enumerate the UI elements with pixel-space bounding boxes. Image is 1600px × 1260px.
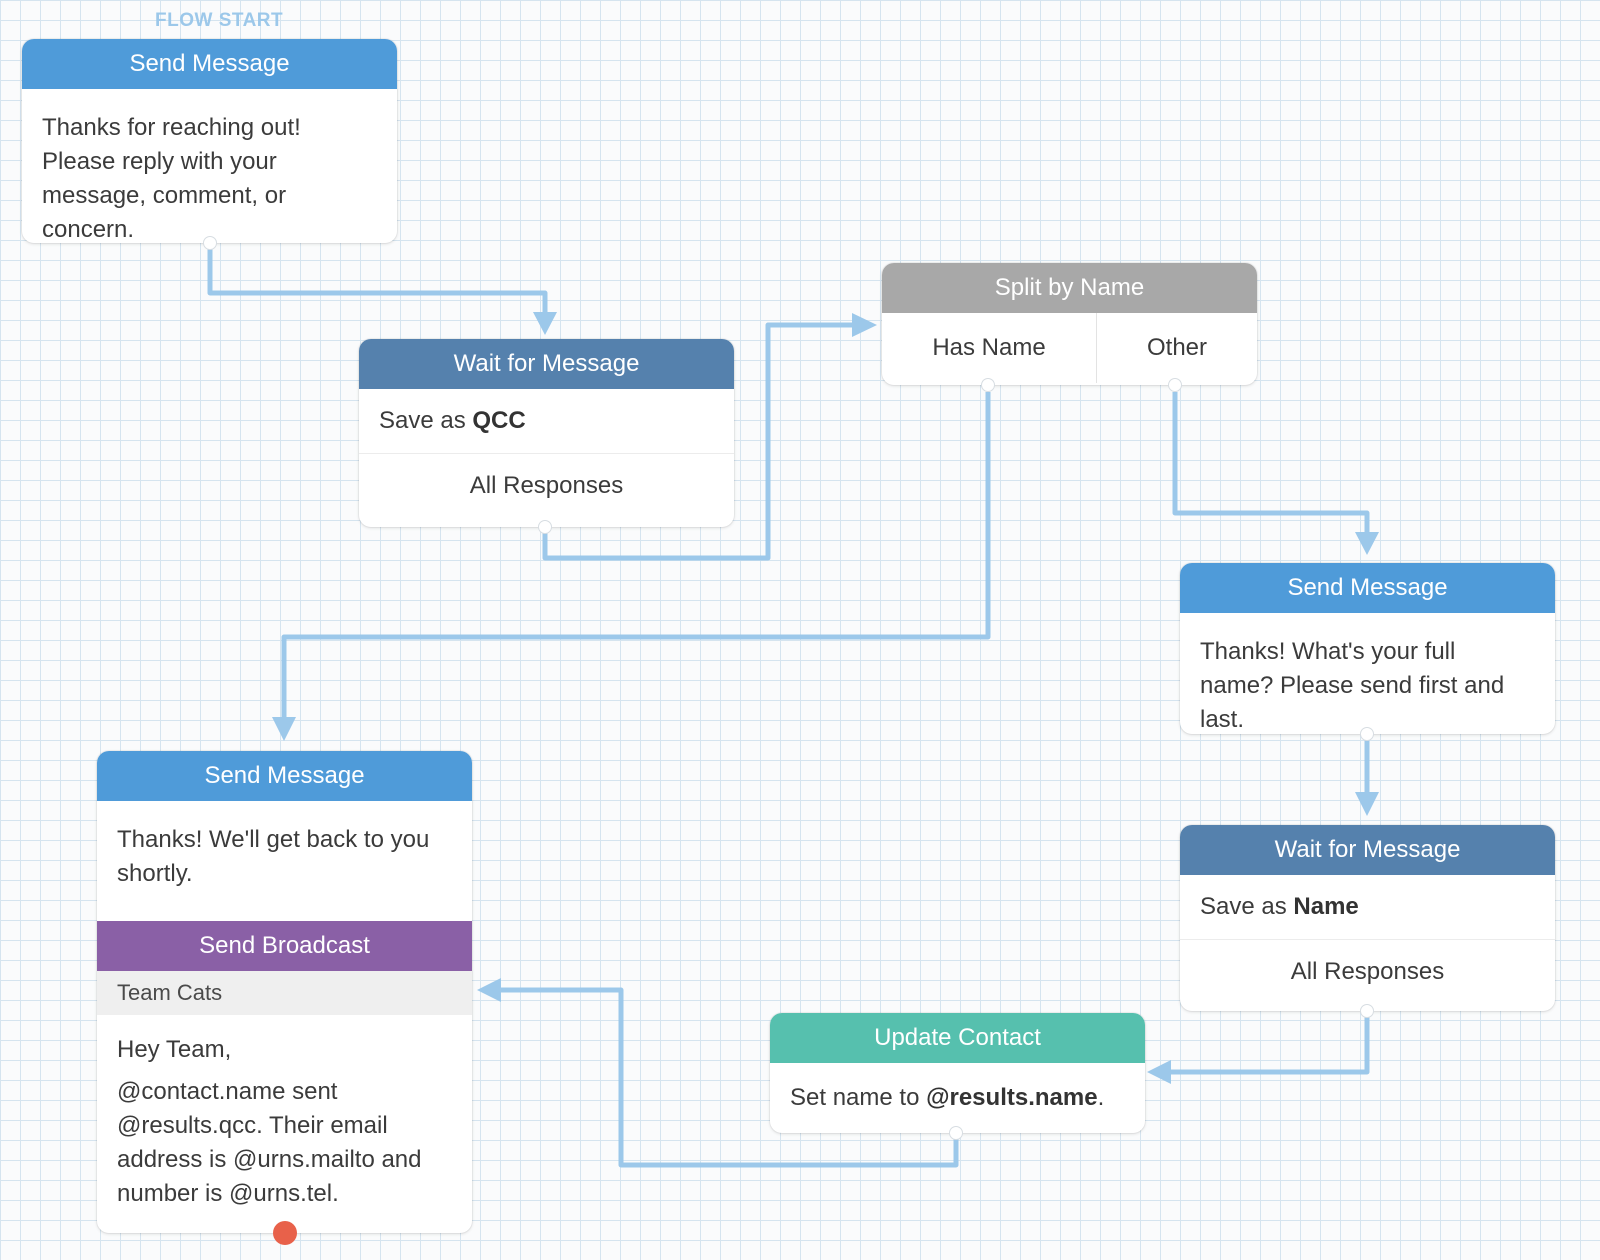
message-text: Thanks! We'll get back to you shortly. [117,826,430,887]
exit-handle[interactable] [949,1126,963,1140]
exit-all-responses[interactable]: All Responses [1180,939,1555,1004]
category-other[interactable]: Other [1096,313,1257,383]
exit-handle[interactable] [1360,1004,1374,1018]
update-text: Set name to @results.name. [770,1063,1145,1133]
update-text-prefix: Set name to [790,1084,920,1111]
exit-handle[interactable] [1360,727,1374,741]
exit-handle[interactable] [538,520,552,534]
arrowhead [477,978,501,1002]
node-title[interactable]: Send Message [1180,563,1555,613]
update-text-suffix: . [1097,1084,1105,1111]
send-message-node-2[interactable]: Send Message Thanks! What's your full na… [1180,563,1555,741]
send-message-node-3[interactable]: Send Message Thanks! We'll get back to y… [97,751,472,1245]
connector-update-to-broadcast [495,987,959,1168]
exit-all-responses[interactable]: All Responses [359,453,734,518]
exit-handle-has-name[interactable] [981,378,995,392]
save-as-prefix: Save as [379,407,466,434]
split-by-name-node[interactable]: Split by Name Has Name Other [882,263,1257,392]
save-as-prefix: Save as [1200,893,1287,920]
send-message-node-1[interactable]: Send Message Thanks for reaching out! Pl… [22,39,397,250]
exit-handle-other[interactable] [1168,378,1182,392]
save-as-variable: QCC [472,407,526,434]
message-text: Thanks for reaching out! Please reply wi… [42,114,301,243]
connector-wait1-to-split [542,322,858,561]
category-has-name[interactable]: Has Name [932,334,1046,361]
wait-for-message-node-1[interactable]: Wait for Message Save as QCC All Respons… [359,339,734,534]
arrowhead [533,312,557,335]
arrowhead [1147,1060,1171,1084]
arrowhead [272,717,296,741]
exit-handle[interactable] [203,236,217,250]
broadcast-message: Hey Team, @contact.name sent @results.qc… [97,1015,472,1233]
node-title[interactable]: Send Message [22,39,397,89]
arrowhead [1355,792,1379,816]
node-title[interactable]: Update Contact [770,1013,1145,1063]
node-title[interactable]: Split by Name [882,263,1257,313]
save-as-row: Save as Name [1180,875,1555,939]
update-contact-node[interactable]: Update Contact Set name to @results.name… [770,1013,1145,1140]
update-value: @results.name [926,1084,1098,1111]
connector-other-to-send2 [1172,392,1370,538]
flow-start-label: FLOW START [155,10,284,31]
arrowhead [1355,532,1379,555]
connector-wait2-to-update [1165,1012,1370,1075]
broadcast-greeting: Hey Team, [117,1036,232,1063]
broadcast-text: @contact.name sent @results.qcc. Their e… [117,1078,422,1207]
node-title[interactable]: Send Message [97,751,472,801]
message-text: Thanks! What's your full name? Please se… [1200,638,1505,733]
unconnected-exit-handle[interactable] [273,1221,297,1245]
save-as-variable: Name [1293,893,1359,920]
connector-send1-to-wait1 [207,245,548,318]
send-broadcast-title[interactable]: Send Broadcast [97,921,472,971]
connector-hasname-to-send3 [281,392,991,723]
wait-for-message-node-2[interactable]: Wait for Message Save as Name All Respon… [1180,825,1555,1018]
broadcast-recipient-group: Team Cats [97,971,472,1015]
arrowhead [852,313,877,337]
node-title[interactable]: Wait for Message [359,339,734,389]
save-as-row: Save as QCC [359,389,734,453]
node-title[interactable]: Wait for Message [1180,825,1555,875]
category-row: Has Name Other [882,313,1257,383]
